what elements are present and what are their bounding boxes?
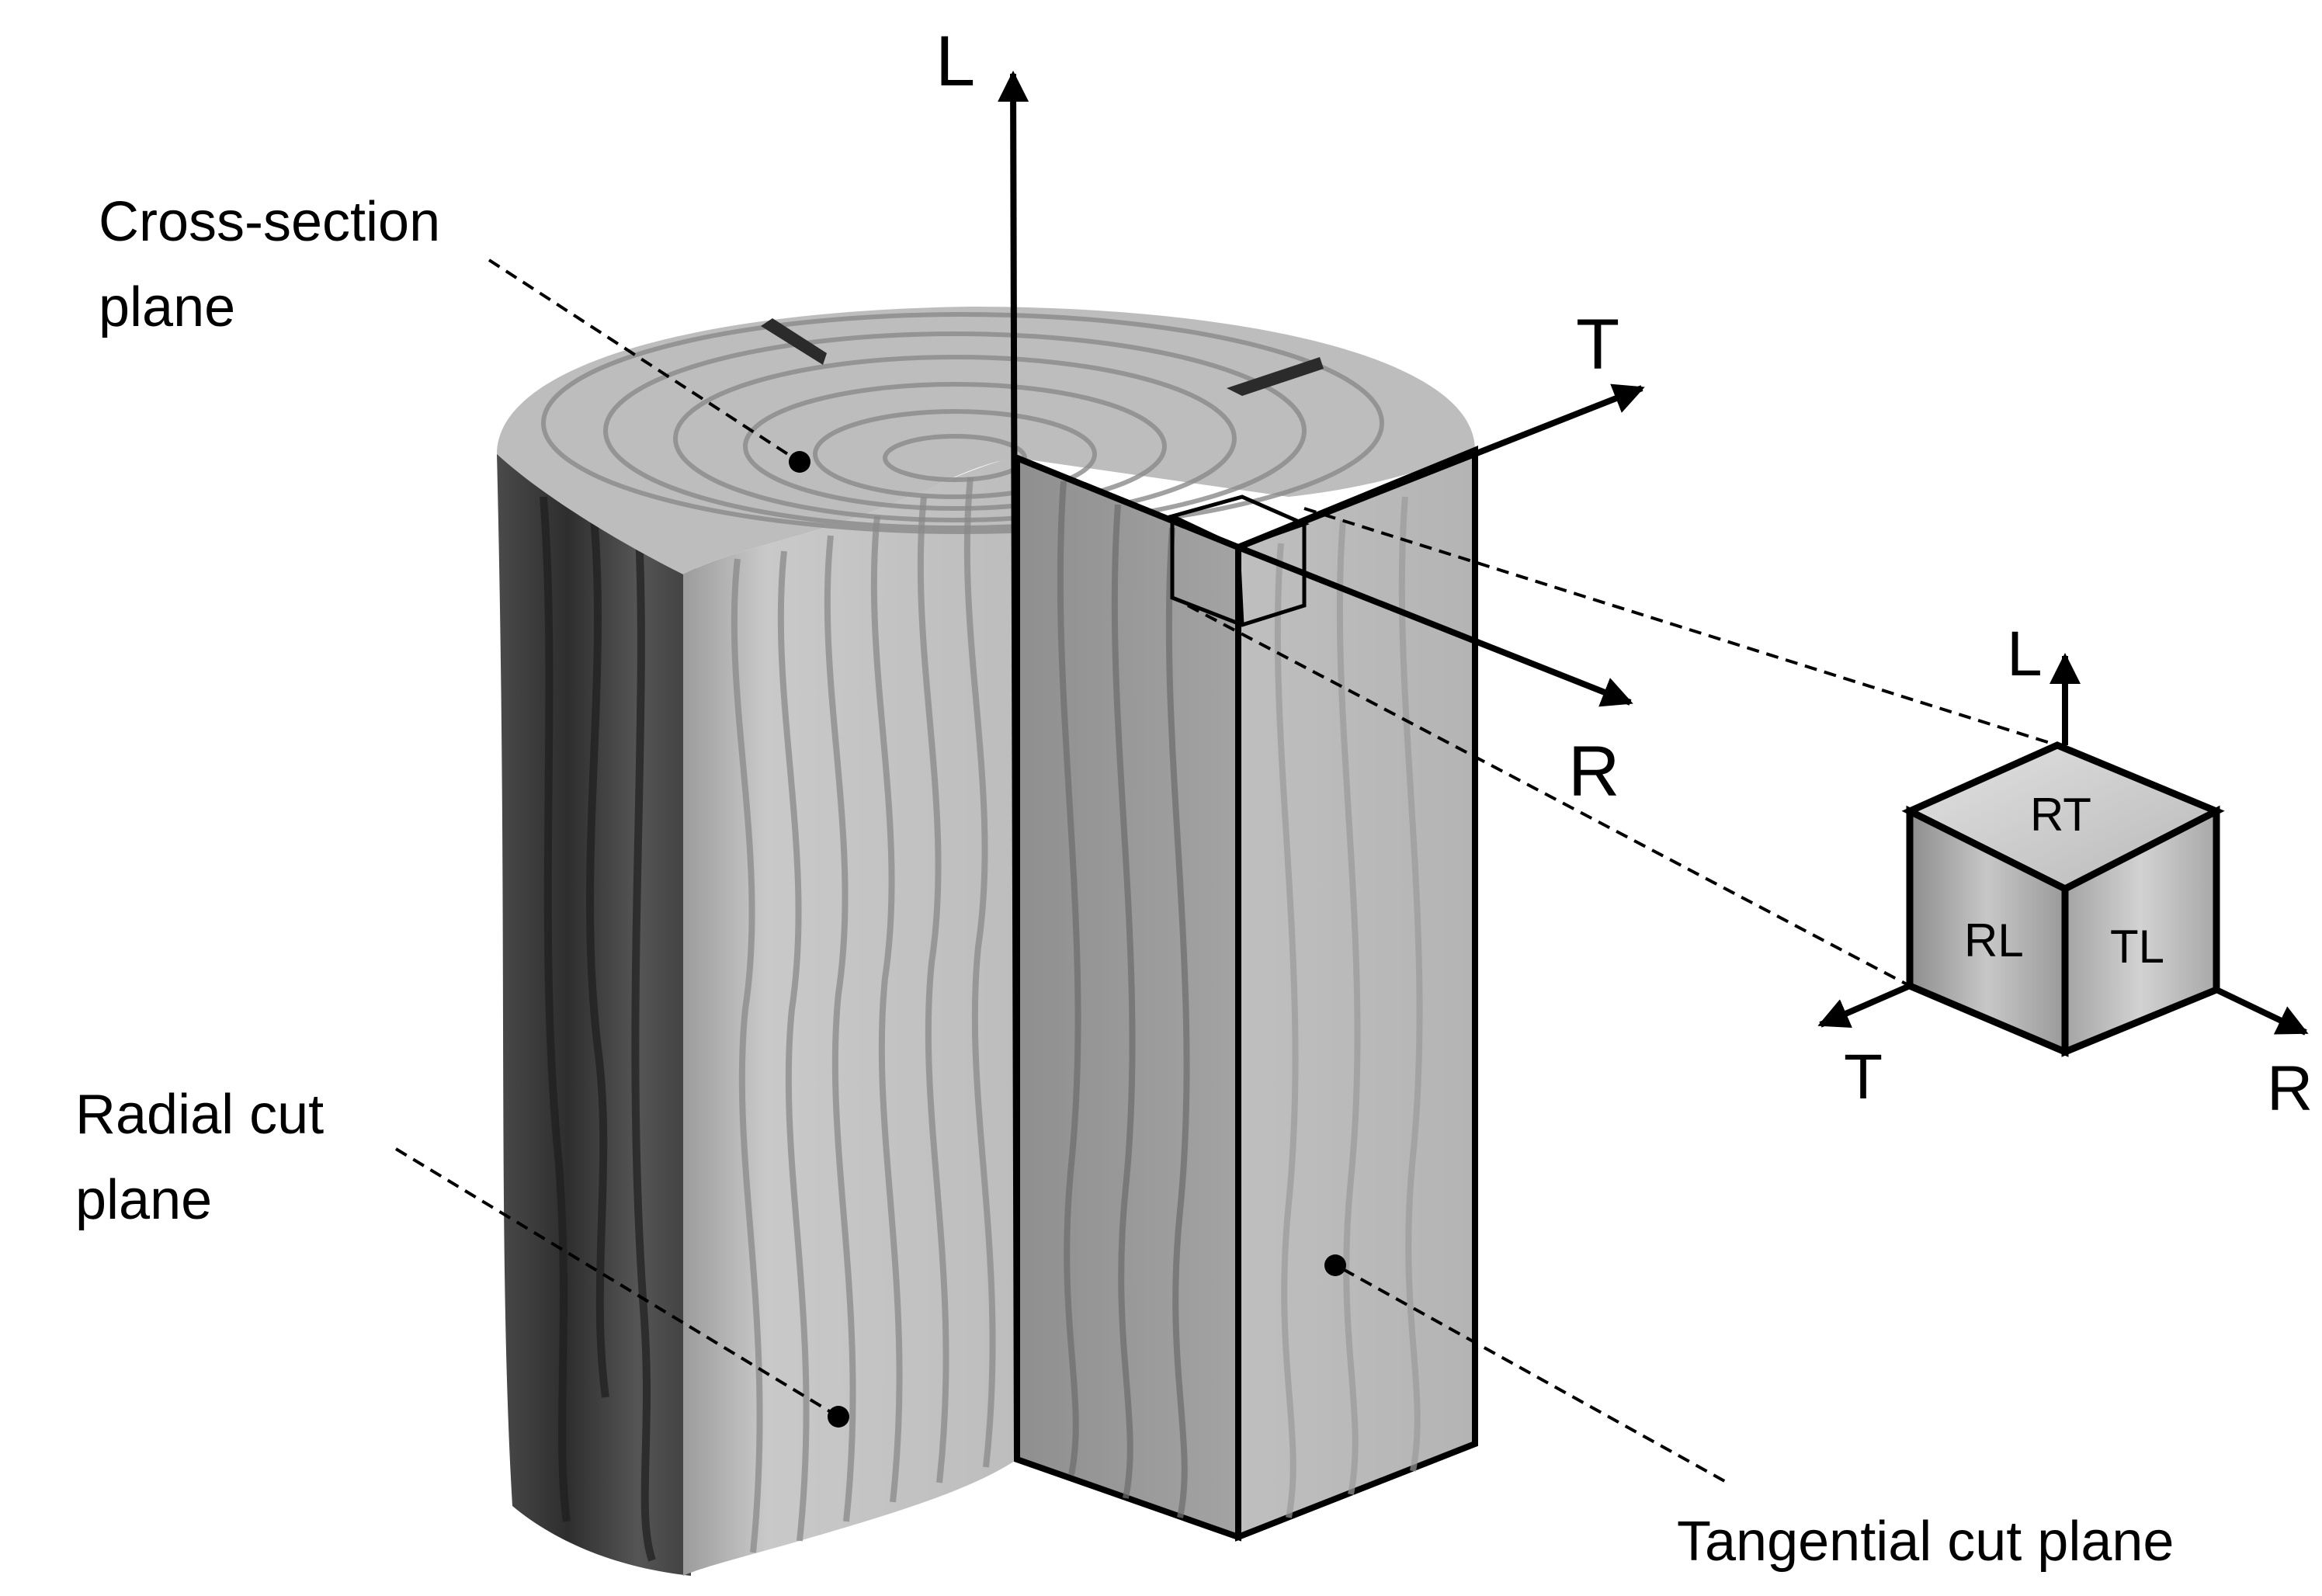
cube-face-RL-label: RL bbox=[1964, 914, 2024, 966]
leader-cross-section bbox=[488, 258, 801, 463]
top-crack-right bbox=[1227, 357, 1324, 396]
log-illustration bbox=[497, 307, 1478, 1576]
cube-face-TL-label: TL bbox=[2110, 921, 2164, 973]
radial-grain bbox=[731, 477, 996, 1553]
tangential-label: Tangential cut plane bbox=[1677, 1511, 2174, 1573]
radial-label-line1: Radial cut bbox=[75, 1084, 324, 1146]
axis-R-line bbox=[1237, 544, 1633, 707]
cube-axis-R-label: R bbox=[2267, 1053, 2313, 1124]
leader-cube-top bbox=[1303, 507, 2058, 747]
dot-cross-section bbox=[789, 451, 810, 473]
axis-T-label: T bbox=[1576, 305, 1619, 384]
leader-radial bbox=[394, 1147, 840, 1418]
dot-tangential bbox=[1324, 1254, 1346, 1276]
cube-axis-R-line bbox=[2215, 987, 2309, 1036]
cube-axes bbox=[1817, 653, 2309, 1036]
growth-rings bbox=[541, 312, 1384, 534]
cross-section-label-line2: plane bbox=[99, 276, 235, 338]
axis-R-label: R bbox=[1568, 732, 1619, 811]
leader-dots bbox=[789, 451, 1346, 1428]
radial-label-line2: plane bbox=[75, 1169, 212, 1231]
left-cut-grain bbox=[1057, 481, 1190, 1518]
block-edge bbox=[1015, 455, 1240, 550]
cube-face-RT-label: RT bbox=[2030, 789, 2091, 841]
leader-tangential bbox=[1342, 1268, 1728, 1484]
axis-T-line bbox=[1237, 383, 1645, 550]
main-axes bbox=[998, 71, 1645, 1460]
axis-L-line bbox=[998, 71, 1029, 1460]
labels: L T R Cross-section plane Radial cut pla… bbox=[75, 22, 2313, 1573]
cube-axis-L-label: L bbox=[2007, 619, 2043, 689]
reference-cube bbox=[1817, 653, 2309, 1057]
leader-cube-bottom bbox=[1187, 604, 1911, 987]
dot-radial bbox=[828, 1406, 849, 1428]
leader-lines bbox=[394, 258, 2058, 1484]
cross-section-label-line1: Cross-section bbox=[99, 191, 440, 253]
bark-streaks bbox=[540, 481, 656, 1562]
axis-L-label: L bbox=[935, 22, 975, 101]
cube-axis-T-line bbox=[1817, 983, 1911, 1028]
top-crack-left bbox=[761, 318, 827, 365]
cube-axis-T-label: T bbox=[1844, 1042, 1883, 1112]
